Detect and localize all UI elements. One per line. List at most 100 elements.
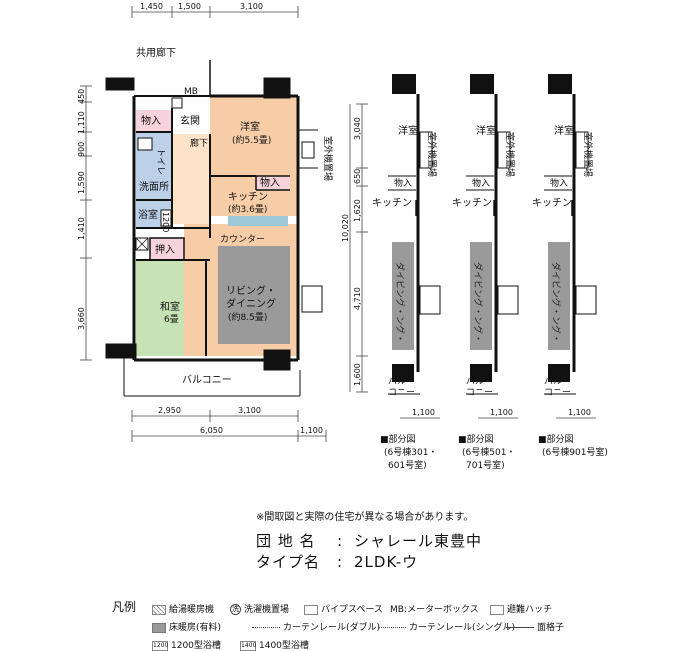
dim-top-2: 1,500 — [178, 2, 201, 11]
bath1400-icon: 1400 — [240, 640, 257, 651]
japanese-room-label: 和室 — [160, 300, 180, 313]
partial-dim-2: 650 — [353, 169, 362, 184]
legend-water-heater: 給湯暖房機 — [152, 602, 214, 615]
mb-label: MB — [184, 87, 198, 97]
bath-label: 浴室 — [138, 208, 158, 221]
partial1-kitchen: キッチン — [372, 197, 412, 209]
storage-label-1: 物入 — [141, 114, 161, 127]
toilet-label: トイレ — [155, 148, 165, 175]
estate-label: 団 地 名 — [256, 532, 316, 550]
partial1-balcony-1: バル — [388, 376, 406, 387]
legend-curtain-single-text: カーテンレール(シングル) — [409, 623, 516, 633]
partial-plan-1: 洋室 物入 キッチン バル コニー 室外機置場 1,100 — [372, 74, 441, 419]
partial1-dim: 1,100 — [412, 408, 435, 417]
legend-curtain-single: カーテンレール(シングル) — [378, 620, 515, 633]
bath-size-label: 1200 — [161, 212, 170, 232]
dim-left-6: 3,660 — [77, 307, 86, 330]
partial2-title: ■部分図 — [458, 433, 494, 445]
dim-bottom-3: 6,050 — [200, 426, 223, 435]
living-size: (約8.5畳) — [228, 311, 267, 323]
partial3-living: ダイビング・ング・ — [550, 262, 562, 343]
partial3-western: 洋室 — [554, 124, 574, 137]
legend-bath1400-text: 1400型浴槽 — [259, 641, 309, 651]
partial2-line2: 701号室) — [466, 459, 505, 471]
legend-title: 凡例 — [112, 600, 137, 614]
western-room-size: (約5.5畳) — [232, 134, 271, 146]
partial1-storage: 物入 — [394, 177, 412, 189]
dim-top-1: 1,450 — [140, 2, 163, 11]
dim-left-5: 1,410 — [77, 217, 86, 240]
washroom-label: 洗面所 — [139, 181, 169, 193]
partial-dim-5: 1,600 — [353, 363, 362, 386]
floor-heating-icon — [152, 622, 166, 633]
room-labels: 共用廊下 MB 物入 玄関 廊下 トイレ 洋室 (約5.5畳) 洗面所 物入 キ… — [136, 46, 334, 386]
legend-pipe-space: パイプスペース — [304, 602, 383, 615]
curtain-double-icon — [252, 627, 280, 628]
partial2-balcony-2: コニー — [466, 388, 493, 398]
type-row: タイプ名:2LDK-ウ — [256, 552, 676, 573]
partial1-balcony-2: コニー — [388, 388, 415, 398]
legend-lattice: 面格子 — [506, 620, 564, 633]
partial3-line1: (6号棟901号室) — [542, 446, 608, 458]
type-name: 2LDK-ウ — [354, 553, 419, 571]
estate-separator: : — [336, 532, 344, 550]
partial1-line2: 601号室) — [388, 459, 427, 471]
storage-label-2: 物入 — [260, 176, 280, 189]
corridor-label: 共用廊下 — [136, 46, 176, 59]
partial2-storage: 物入 — [472, 177, 490, 189]
partial3-title: ■部分図 — [538, 433, 574, 445]
type-separator: : — [336, 553, 344, 571]
partial-plan-2: 洋室 物入 キッチン バル コニー 室外機置場 1,100 — [452, 74, 519, 419]
partial2-outdoor-unit: 室外機置場 — [504, 132, 516, 177]
water-heater-icon — [152, 604, 166, 615]
partial2-dim: 1,100 — [490, 408, 513, 417]
living-dining-label-2: ダイニング — [226, 297, 276, 310]
dim-bottom-1: 2,950 — [158, 406, 181, 415]
partial1-title: ■部分図 — [380, 433, 416, 445]
legend-washer-text: 洗濯機置場 — [244, 605, 290, 615]
kitchen-label: キッチン — [228, 191, 268, 203]
legend-water-heater-text: 給湯暖房機 — [169, 605, 215, 615]
partial3-dim: 1,100 — [568, 408, 591, 417]
disclaimer-note: ※間取図と実際の住宅が異なる場合があります。 — [256, 512, 474, 523]
partial1-line1: (6号棟301・ — [384, 446, 437, 458]
escape-hatch-icon — [490, 604, 504, 615]
partial-dim-3: 1,620 — [353, 199, 362, 222]
legend-escape-hatch-text: 避難ハッチ — [507, 605, 553, 615]
kitchen-size: (約3.6畳) — [228, 203, 267, 215]
partial3-storage: 物入 — [550, 177, 568, 189]
legend-bath1200-text: 1200型浴槽 — [171, 641, 221, 651]
dim-left-3: 900 — [77, 142, 86, 157]
western-room-label: 洋室 — [240, 120, 260, 133]
curtain-single-icon — [378, 627, 406, 628]
partial1-western: 洋室 — [398, 124, 418, 137]
legend-escape-hatch: 避難ハッチ — [490, 602, 552, 615]
partial-living-labels: ダイビング・ング・ ダイビング・ング・ ダイビング・ング・ — [394, 262, 562, 343]
partial2-line1: (6号棟501・ — [462, 446, 515, 458]
partial1-outdoor-unit: 室外機置場 — [426, 132, 438, 177]
pipe-space-icon — [304, 604, 318, 615]
walls — [105, 60, 323, 397]
dim-left-4: 1,590 — [77, 171, 86, 194]
partial1-living: ダイビング・ング・ — [394, 262, 406, 343]
legend-washer: 洗洗濯機置場 — [230, 602, 289, 615]
legend-curtain-double: カーテンレール(ダブル) — [252, 620, 380, 633]
bottom-dimensions: 2,950 3,100 6,050 1,100 — [131, 406, 327, 442]
partial2-living: ダイビング・ング・ — [472, 262, 484, 343]
partial-dim-4: 4,710 — [353, 287, 362, 310]
estate-name: シャレール東豊中 — [354, 532, 483, 550]
type-label: タイプ名 — [256, 553, 321, 571]
entrance-label: 玄関 — [180, 114, 200, 127]
info-block: ※間取図と実際の住宅が異なる場合があります。 団 地 名: シャレール東豊中 タイ… — [256, 508, 676, 573]
partial3-kitchen: キッチン — [532, 197, 572, 209]
estate-row: 団 地 名: シャレール東豊中 — [256, 531, 676, 552]
dim-left-1: 450 — [77, 89, 86, 104]
legend-lattice-text: 面格子 — [537, 623, 565, 633]
partial-plan-3: 洋室 物入 キッチン バル コニー 室外機置場 1,100 — [532, 74, 597, 419]
partial3-outdoor-unit: 室外機置場 — [582, 132, 594, 177]
legend-curtain-double-text: カーテンレール(ダブル) — [283, 623, 381, 633]
partial-dim-total: 10,020 — [341, 214, 350, 242]
